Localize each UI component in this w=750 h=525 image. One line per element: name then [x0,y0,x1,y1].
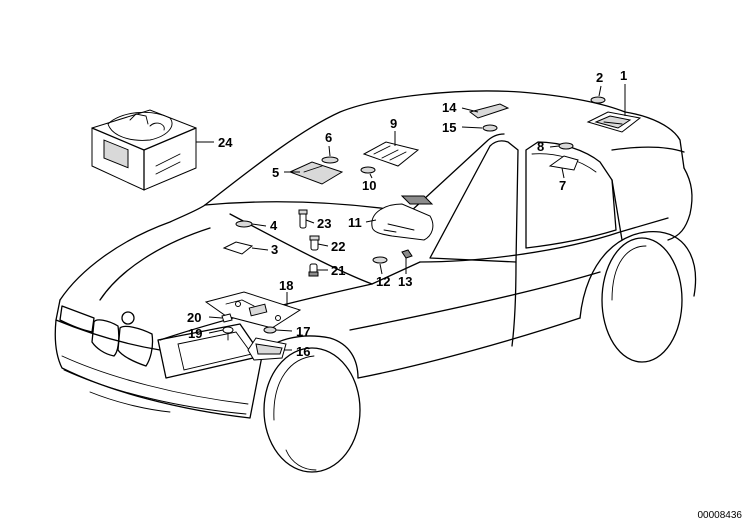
bumper-strip-2 [63,369,247,415]
part-12 [372,256,388,264]
rear-deck-line [624,111,685,169]
rear-wheel [601,237,683,363]
front-wheel-inner-2 [285,449,317,471]
beltline [419,217,669,263]
a-pillar [409,133,505,213]
part-23 [298,209,308,229]
callout-6: 6 [325,130,332,145]
callout-22: 22 [331,239,345,254]
part-2 [590,96,606,104]
rear-wheel-inner [611,245,647,301]
side-swage [349,271,601,331]
rear-window [525,141,617,249]
part-16 [247,337,287,361]
callouts: 1 2 3 4 5 6 7 8 9 10 11 12 13 14 15 16 1… [187,68,627,359]
callout-24: 24 [218,135,233,150]
callout-21: 21 [331,263,345,278]
part-6 [321,156,339,164]
part-1 [586,111,642,133]
part-11 [371,195,434,241]
bumper-strip-1 [61,355,249,405]
front-wheel-inner [273,355,315,421]
car-outline [54,90,697,473]
leader-lines [196,84,626,351]
hood-edge-side [229,213,421,285]
bumper-strip-3 [89,391,171,413]
callout-8: 8 [537,139,544,154]
part-9 [362,141,420,167]
part-22 [309,235,320,251]
front-window [429,140,519,263]
part-20 [221,313,233,323]
callout-1: 1 [620,68,627,83]
headlight-left [59,305,95,333]
headlight-right [157,323,263,379]
part-3 [222,241,254,255]
reference-number: 00008436 [698,510,743,521]
callout-18: 18 [279,278,293,293]
callout-12: 12 [376,274,390,289]
part-7 [548,155,579,171]
callout-19: 19 [188,326,202,341]
rear-wheel-arch [579,231,697,319]
callout-9: 9 [390,116,397,131]
callout-16: 16 [296,344,310,359]
kidney-right [117,325,154,367]
part-21 [308,263,319,277]
front-top [55,299,161,351]
callout-5: 5 [272,165,279,180]
callout-4: 4 [270,218,278,233]
hood-edge-front [59,204,206,301]
callout-2: 2 [596,70,603,85]
callout-14: 14 [442,100,457,115]
part-24-box [91,109,197,191]
callout-15: 15 [442,120,456,135]
front-wheel [263,347,361,473]
door-cut-rear [611,179,623,241]
part-5 [288,161,344,185]
part-8 [558,142,574,150]
parts [91,96,642,361]
callout-20: 20 [187,310,201,325]
callout-17: 17 [296,324,310,339]
rear-end [667,167,693,241]
part-17 [263,326,277,334]
part-19 [222,326,234,341]
hood-crease [99,227,211,301]
callout-10: 10 [362,178,376,193]
part-14 [468,103,510,119]
bumper [54,319,263,419]
callout-13: 13 [398,274,412,289]
rocker [357,317,581,379]
trunk-edge [611,146,685,153]
part-18 [204,291,302,329]
door-cut-front [511,261,517,347]
callout-23: 23 [317,216,331,231]
part-10 [360,166,376,174]
callout-3: 3 [271,242,278,257]
part-15 [482,124,498,132]
windshield-base [204,201,411,213]
callout-7: 7 [559,178,566,193]
roundel [121,311,135,325]
callout-11: 11 [348,215,362,230]
part-4 [235,220,253,228]
roof-line [204,90,626,206]
part-13 [401,249,413,259]
